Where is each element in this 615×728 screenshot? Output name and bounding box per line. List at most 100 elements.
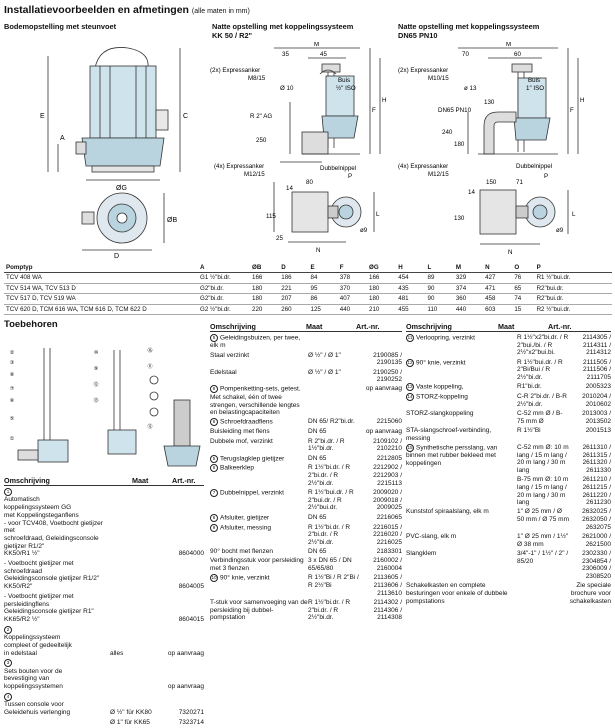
item-description: Verloopring, verzinkt [416, 334, 475, 342]
table-cell: 427 [483, 272, 513, 284]
item-article-number: 2183301 [376, 548, 402, 556]
item-article-number: 2111505 / 2111506 / 2111705 [583, 358, 611, 382]
table-cell: 95 [308, 283, 338, 295]
item-description: 90° knie, verzinkt [416, 359, 466, 367]
item-article-number: op aanvraag [365, 428, 402, 436]
item-article-number: 2001513 [585, 426, 611, 434]
table-cell: R2"bui.dr. [534, 283, 612, 295]
label-expressanker-4x-size: M12/15 [428, 171, 449, 178]
dim-m: M [314, 42, 319, 48]
table-cell: R2 ½"bui.dr. [534, 304, 612, 316]
dim-25: 25 [276, 235, 283, 242]
item-number: 13 [406, 383, 414, 392]
item-number: 4 [4, 692, 12, 701]
dim-250: 250 [256, 137, 267, 144]
item-description: Buisleiding met flens [210, 428, 270, 436]
item-article-number [360, 334, 402, 350]
item-description: Terugslagklep gietijzer [220, 455, 285, 463]
svg-text:⑯: ⑯ [147, 347, 152, 354]
dim-n: N [508, 249, 512, 256]
col3-head-omschrijving: Omschrijving [406, 322, 452, 331]
svg-text:②: ② [10, 350, 15, 356]
item-size [308, 385, 360, 417]
item-article-number: 2114302 / 2114306 / 2114308 [373, 598, 402, 622]
dim-m: M [506, 42, 511, 48]
dim-ob: ØB [167, 217, 177, 224]
list-item: T-stuk voor samenvoeging van de persleid… [210, 599, 402, 622]
item-description: Schroefdraadflens [220, 419, 273, 427]
label-expressanker-4x: (4x) Expressanker [214, 163, 264, 170]
table-cell: 220 [250, 304, 280, 316]
table-row: TCV 620 D, TCM 616 WA, TCM 616 D, TCM 62… [4, 304, 612, 316]
item-size: Ø ½" / Ø 1" [308, 368, 341, 376]
label-buis-size: 1" ISO [526, 85, 544, 92]
coupling-kk50-drawing: M 35 45 (2x) Expressanker M8/15 Ø 10 Bui… [210, 42, 386, 254]
item-article-number: 2611310 / 2611315 / 2611320 / 2611330 [582, 443, 611, 474]
header-m: M [453, 263, 484, 273]
item-description: Dubbele mof, verzinkt [210, 437, 273, 445]
list-item: Verbindingsstuk voor persleiding met 3 f… [210, 557, 402, 572]
table-cell: 435 [396, 283, 426, 295]
label-expressanker: (2x) Expressanker [398, 67, 448, 74]
item-size: C-R 2"bi.dr. / B-R 2½"bi.dr. [517, 393, 567, 408]
label-expressanker-4x: (4x) Expressanker [398, 163, 448, 170]
item-number: 9 [210, 523, 218, 532]
item-article-number: op aanvraag [167, 649, 204, 657]
item-description: Dubbelnippel, verzinkt [220, 489, 284, 497]
item-size: Ø ½" / Ø 1" [308, 351, 341, 359]
item-size: 1" Ø 25 mm / 1½" Ø 38 mm [517, 533, 569, 548]
coupling-dn65-drawing: M 70 60 (2x) Expressanker M10/15 ø 13 Bu… [398, 42, 584, 256]
table-cell: 180 [367, 293, 397, 305]
dim-h: H [580, 97, 584, 104]
item-size: Ø 1" für KK65 [110, 718, 150, 726]
col3-head-maat: Maat [498, 322, 515, 331]
item-description: KK50/R2" [4, 583, 33, 591]
label-dn65: DN65 PN10 [438, 107, 472, 114]
item-description: compleet of gedeeltelijk [4, 641, 72, 649]
header-pomptyp: Pomptyp [4, 263, 198, 273]
item-article-number: 2160002 / 2160004 [373, 557, 402, 573]
item-description: - Voetbocht gietijzer met schroefdraad [4, 560, 74, 575]
svg-text:⑥: ⑥ [10, 398, 15, 404]
table-cell: 440 [337, 304, 367, 316]
accessories-title: Toebehoren [4, 319, 58, 330]
label-expressanker-size: M10/15 [428, 75, 449, 82]
item-article-number: 2114305 / 2114311 / 2114312 [582, 334, 611, 357]
table-cell: 186 [279, 272, 309, 284]
item-number: 2 [4, 625, 12, 634]
table-cell: G2"bi.dr. [198, 283, 250, 295]
item-article-number: 8604015 [178, 615, 204, 623]
item-size: DN 65/ R2"bi.dr. [308, 418, 355, 426]
header-f: F [337, 263, 367, 273]
svg-text:⑩: ⑩ [94, 350, 99, 356]
item-description: koppelingssysteem GG [4, 504, 72, 512]
dim-h: H [382, 97, 386, 104]
item-description: Geleidingsconsole gietijzer R1" [4, 608, 94, 616]
item-description: Staal verzinkt [210, 351, 250, 359]
table-cell: 210 [367, 304, 397, 316]
item-number: 1 [4, 488, 12, 496]
table-cell: G2 ½"bi.dr. [198, 304, 250, 316]
header-e: E [308, 263, 338, 273]
item-article-number: 2013003 / 2013502 [582, 410, 611, 425]
item-description: Verbindingsstuk voor persleiding met 3 f… [210, 557, 304, 573]
svg-text:⑨: ⑨ [94, 366, 99, 372]
item-description: T-stuk voor samenvoeging van de persleid… [210, 598, 308, 622]
item-number: 12 [406, 358, 414, 367]
item-article-number: Zie speciale brochure voor schakelkasten [569, 582, 611, 605]
item-description: Afsluiter, gietijzer [220, 514, 270, 522]
item-description: Edelstaal [210, 368, 237, 376]
